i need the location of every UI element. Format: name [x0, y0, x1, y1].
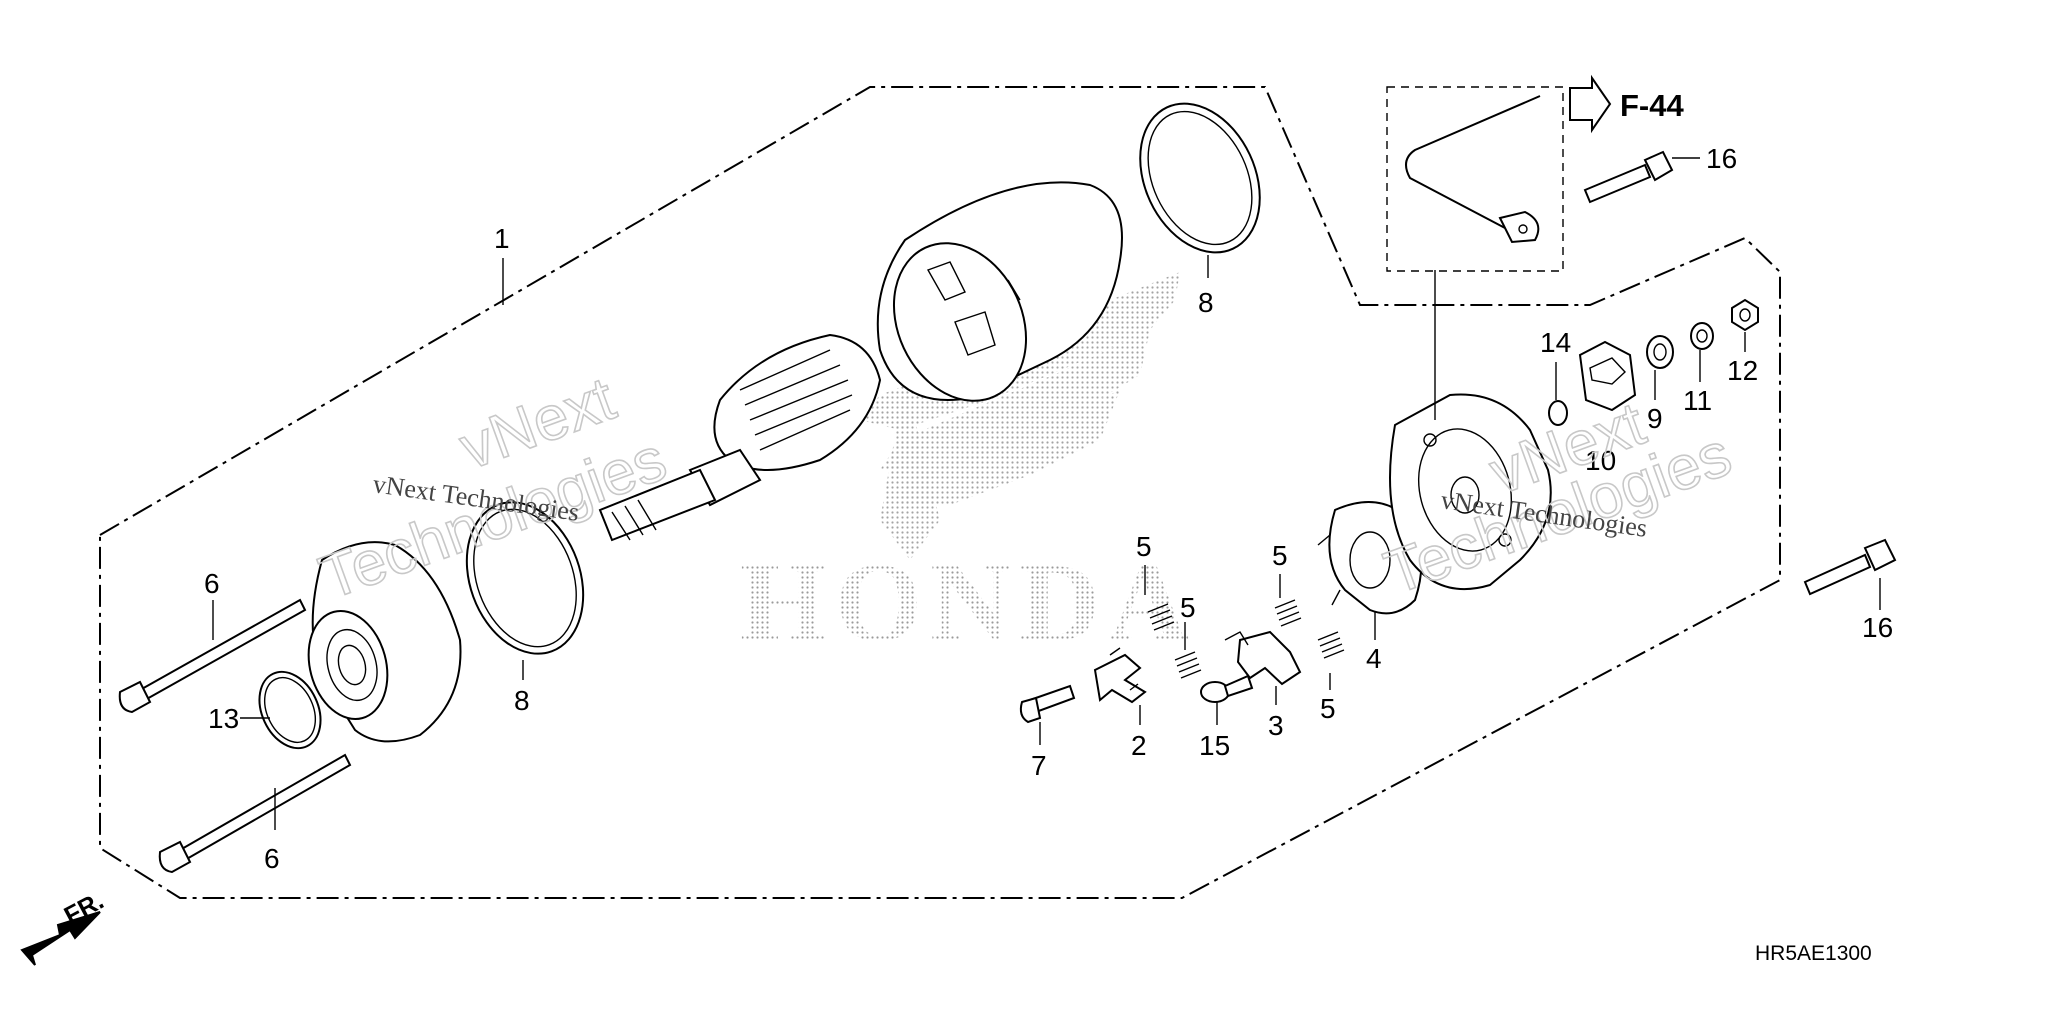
callout-5-b: 5 [1180, 592, 1196, 623]
collar-9 [1646, 335, 1674, 369]
callout-10: 10 [1585, 445, 1616, 476]
callout-3: 3 [1268, 710, 1284, 741]
brush-spring-4 [1317, 631, 1345, 659]
callout-6-upper: 6 [204, 568, 220, 599]
rear-cover [1389, 393, 1552, 591]
diagram-code: HR5AE1300 [1755, 942, 1872, 965]
callout-8-top: 8 [1198, 287, 1214, 318]
brush-holder-3 [1236, 630, 1302, 686]
callout-11: 11 [1683, 385, 1712, 416]
callout-16-lower: 16 [1862, 612, 1893, 643]
o-ring-top [1139, 102, 1261, 254]
callout-5-d: 5 [1320, 693, 1336, 724]
washer-14 [1548, 400, 1568, 426]
armature [598, 333, 882, 542]
callout-14: 14 [1540, 327, 1571, 358]
brush-spring-1 [1147, 603, 1175, 631]
callout-15: 15 [1199, 730, 1230, 761]
o-ring-lower [465, 501, 585, 655]
callout-2: 2 [1131, 730, 1147, 761]
callout-5-c: 5 [1272, 540, 1288, 571]
callout-13: 13 [208, 703, 239, 734]
bolt-7 [1019, 684, 1076, 724]
callout-5-a: 5 [1136, 531, 1152, 562]
kit-boundary-dashed [99, 86, 1781, 899]
callout-8-lower: 8 [514, 685, 530, 716]
yoke-housing [876, 181, 1123, 402]
through-bolt-upper [118, 598, 307, 714]
callout-16-upper: 16 [1706, 143, 1737, 174]
through-bolt-lower [158, 753, 352, 874]
callout-9: 9 [1647, 403, 1663, 434]
bolt-16-upper [1583, 150, 1674, 204]
reference-box-dashed [1386, 86, 1564, 272]
reference-arrow-icon [1569, 74, 1612, 134]
washer-11 [1690, 322, 1714, 350]
bolt-15 [1200, 674, 1254, 703]
brush-spring-3 [1274, 599, 1302, 627]
reference-label: F-44 [1620, 88, 1685, 123]
bolt-16-lower [1803, 538, 1897, 596]
honda-brand-watermark: HONDA [740, 541, 1197, 665]
cable-wire [1405, 95, 1541, 229]
brush-holder-2 [1093, 653, 1147, 704]
brush-spring-2 [1174, 651, 1202, 679]
front-cover [307, 541, 462, 743]
callout-6-lower: 6 [264, 843, 280, 874]
callout-1: 1 [494, 223, 510, 254]
callout-4: 4 [1366, 643, 1382, 674]
callout-12: 12 [1727, 355, 1758, 386]
front-direction-arrow-icon [20, 911, 101, 966]
nut-10 [1578, 340, 1637, 412]
leader-lines [212, 157, 1881, 830]
callout-7: 7 [1031, 750, 1047, 781]
nut-12 [1731, 298, 1759, 332]
